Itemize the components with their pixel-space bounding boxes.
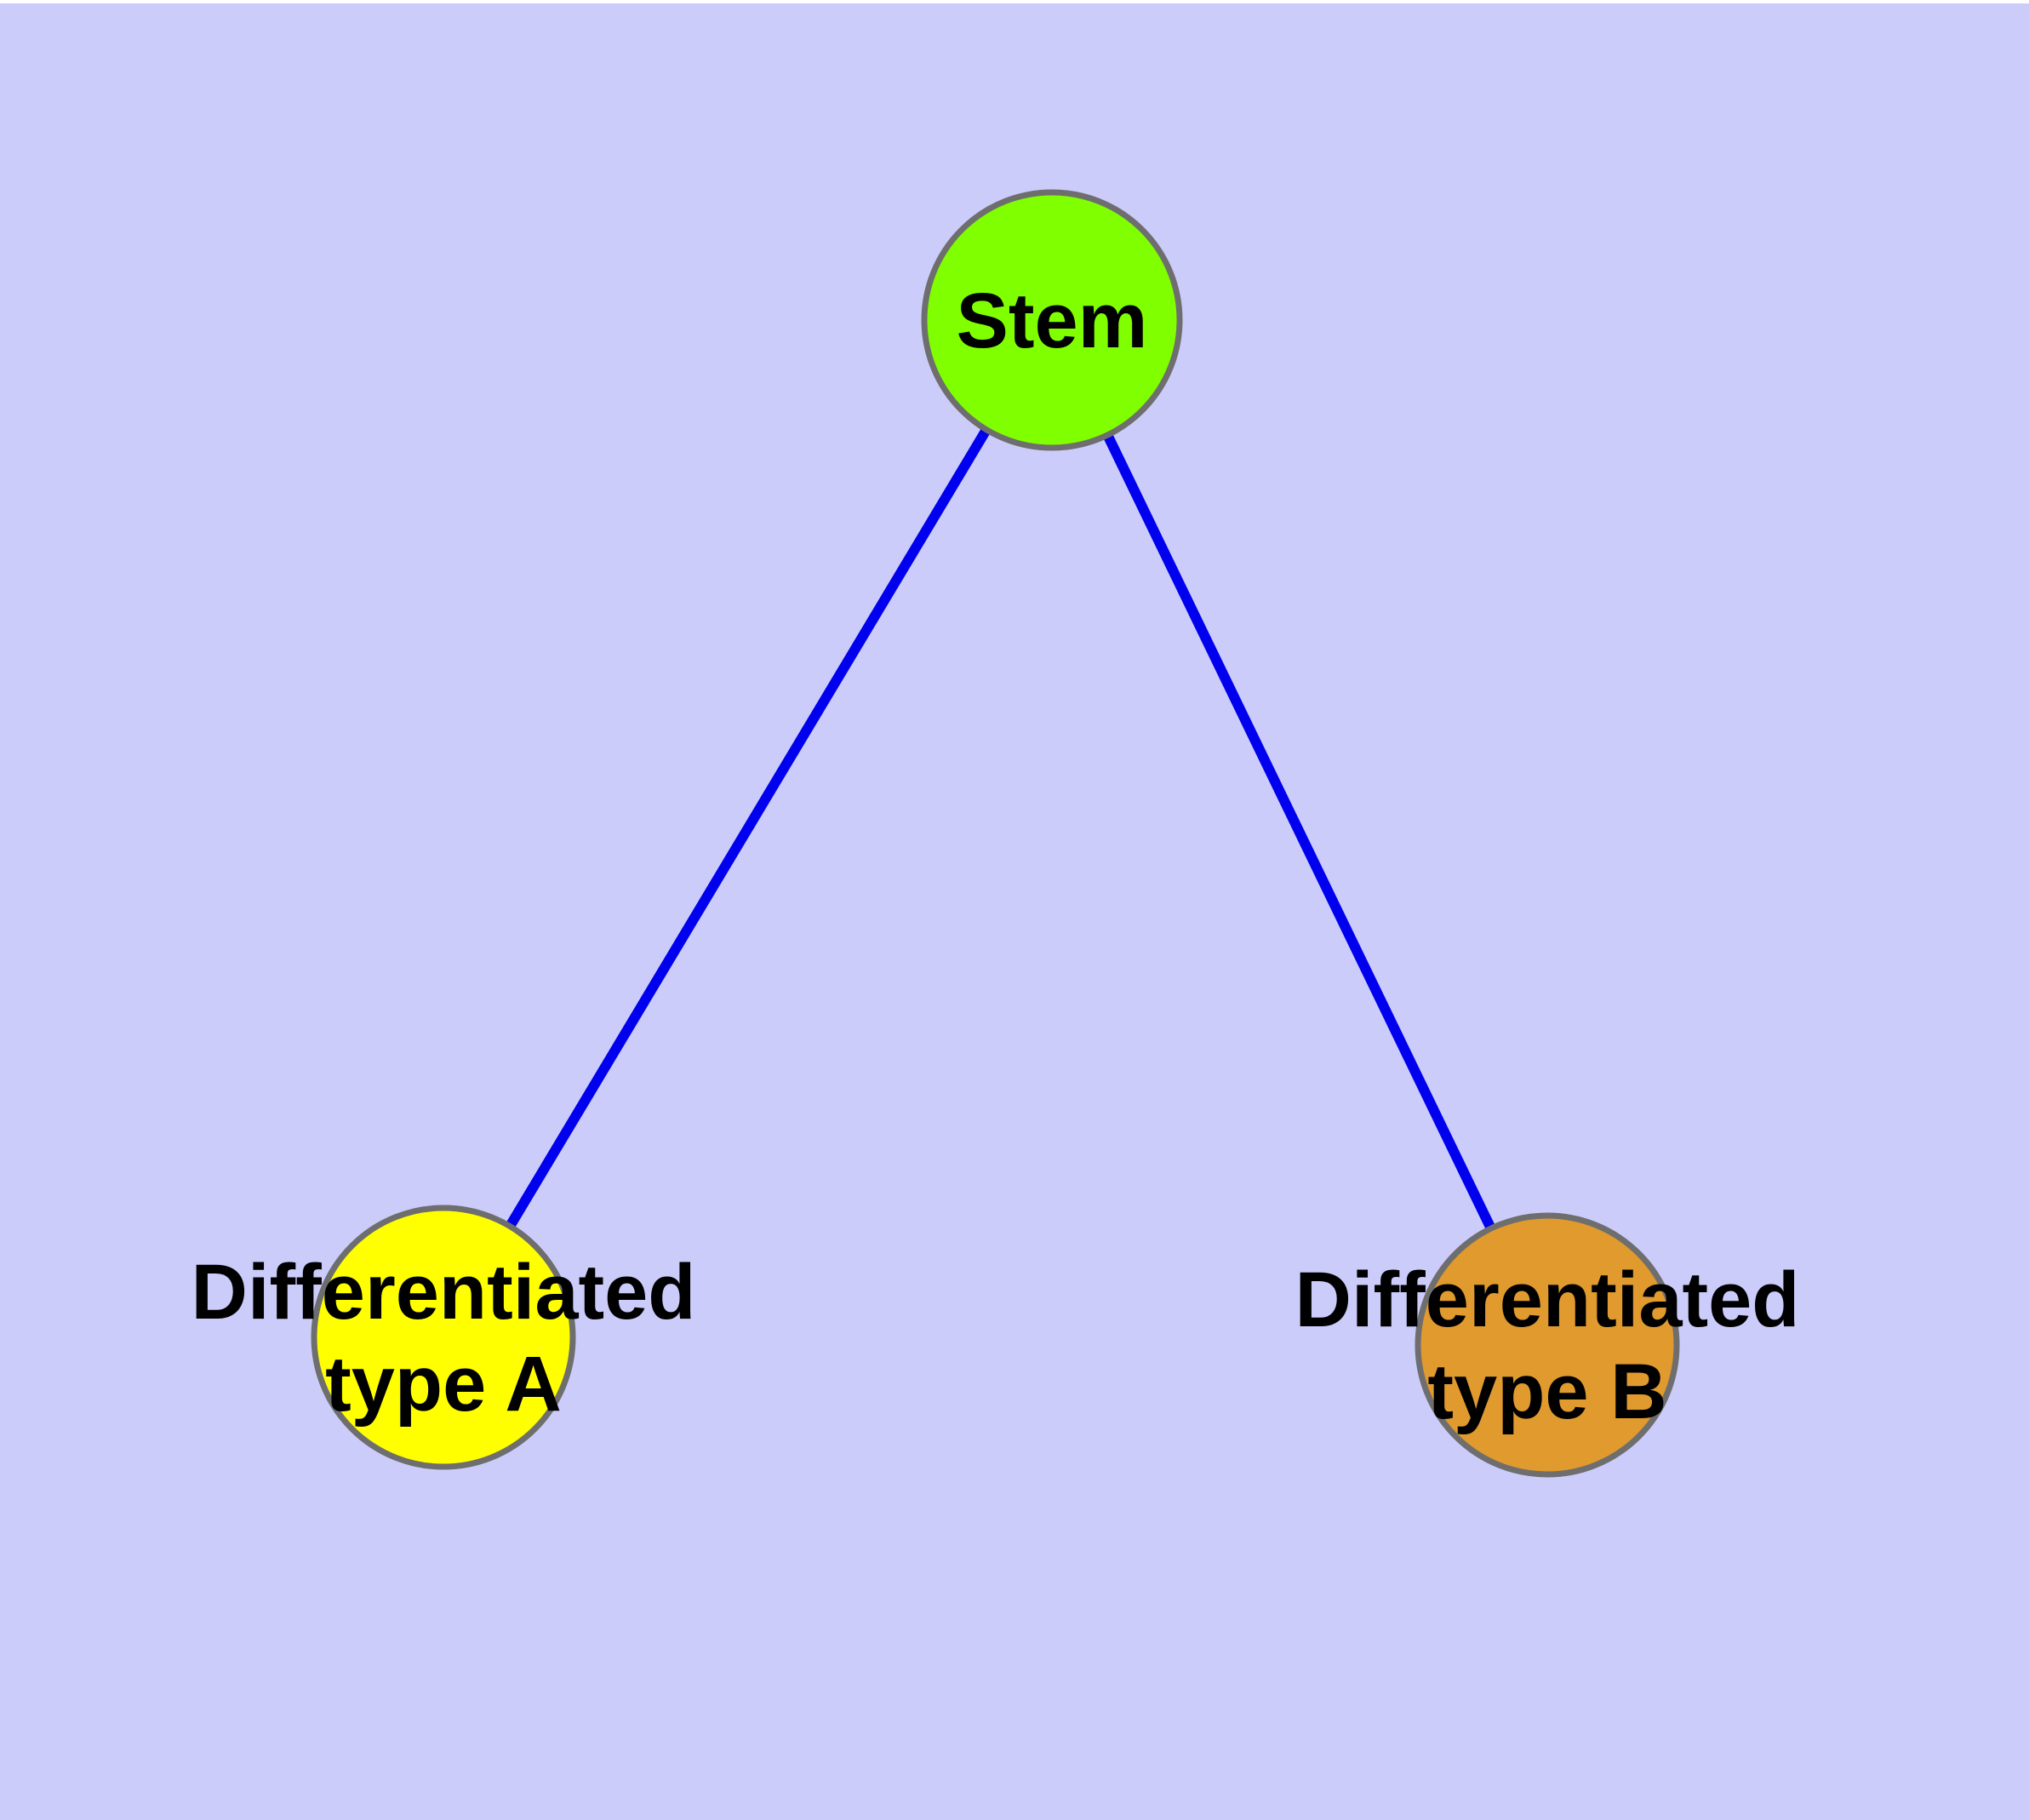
node-circle-stem[interactable] <box>921 189 1183 451</box>
edge-layer <box>438 317 1552 1348</box>
node-label-diff-a-line2: type A <box>325 1341 562 1428</box>
diagram-canvas: Stem Differentiated type A Differentiate… <box>0 3 2029 1820</box>
edge-stem-to-differentiated-type-b[interactable] <box>1047 318 1552 1348</box>
node-circle-diff-b[interactable] <box>1415 1212 1680 1478</box>
node-label-diff-a-line1: Differentiated <box>191 1249 696 1336</box>
edge-stem-to-differentiated-type-a[interactable] <box>438 317 1057 1341</box>
node-link-graph: Stem Differentiated type A Differentiate… <box>191 189 1800 1478</box>
label-layer: Stem Differentiated type A Differentiate… <box>191 278 1800 1435</box>
node-stem[interactable] <box>921 189 1183 451</box>
node-label-diff-b-line2: type B <box>1427 1348 1666 1435</box>
node-diff-b[interactable] <box>1415 1212 1680 1478</box>
node-label-diff-b-line1: Differentiated <box>1295 1256 1800 1343</box>
node-layer <box>311 189 1680 1478</box>
node-label-stem: Stem <box>957 278 1148 364</box>
node-circle-diff-a[interactable] <box>311 1205 576 1470</box>
node-diff-a[interactable] <box>311 1205 576 1470</box>
